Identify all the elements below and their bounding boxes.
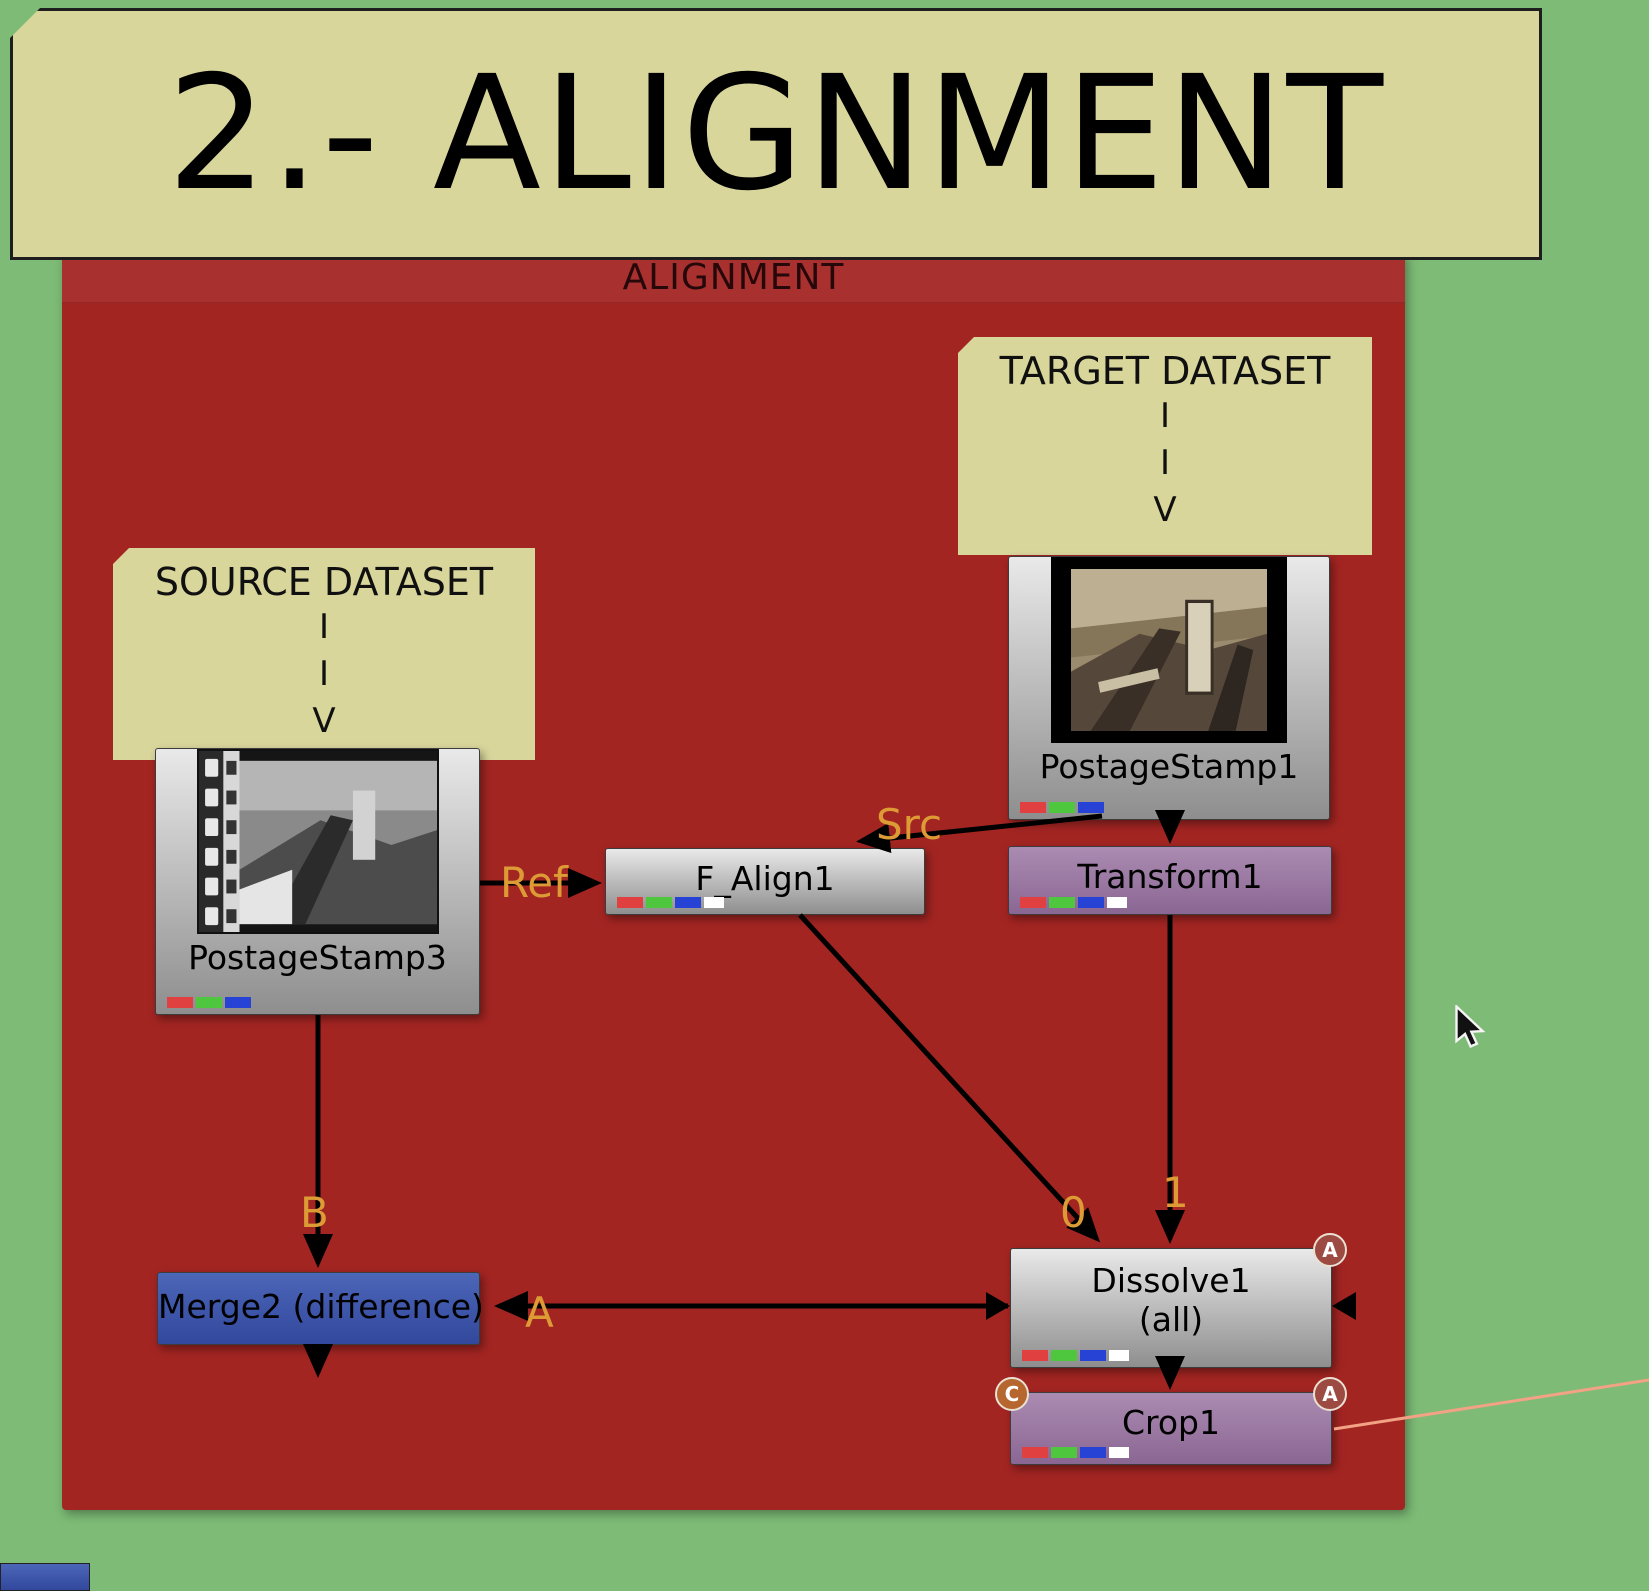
node-label: Crop1 bbox=[1121, 1403, 1221, 1442]
partial-node-bottom-left[interactable] bbox=[0, 1563, 90, 1591]
node-falign1[interactable]: F_Align1 bbox=[605, 848, 925, 915]
channel-alpha bbox=[1109, 1350, 1129, 1361]
node-merge2[interactable]: Merge2 (difference) bbox=[157, 1272, 484, 1345]
channel-alpha bbox=[1107, 897, 1127, 908]
thumbnail-frame bbox=[1051, 557, 1287, 743]
note-arrow-line: I bbox=[318, 607, 330, 647]
edge-label-input0: 0 bbox=[1060, 1188, 1087, 1237]
node-dissolve1[interactable]: Dissolve1 (all) A bbox=[1010, 1233, 1347, 1368]
channel-indicators bbox=[617, 897, 724, 908]
channel-red bbox=[1022, 1350, 1048, 1361]
node-label: Merge2 (difference) bbox=[158, 1287, 484, 1326]
clone-badge: C bbox=[995, 1377, 1029, 1411]
node-postagestamp1[interactable]: PostageStamp1 bbox=[1008, 556, 1330, 820]
node-sublabel: (all) bbox=[1138, 1300, 1204, 1339]
note-arrow-line: I bbox=[1159, 443, 1171, 483]
channel-blue bbox=[1078, 897, 1104, 908]
channel-indicators bbox=[167, 997, 251, 1008]
channel-alpha bbox=[704, 897, 724, 908]
channel-indicators bbox=[1020, 802, 1104, 813]
channel-indicators bbox=[1022, 1447, 1129, 1458]
thumbnail-image bbox=[1071, 569, 1267, 731]
note-arrow-line: V bbox=[312, 701, 336, 741]
channel-green bbox=[1051, 1447, 1077, 1458]
channel-red bbox=[167, 997, 193, 1008]
backdrop-header[interactable]: ALIGNMENT bbox=[62, 253, 1405, 303]
node-label: PostageStamp3 bbox=[188, 938, 447, 977]
channel-green bbox=[646, 897, 672, 908]
channel-blue bbox=[675, 897, 701, 908]
node-crop1[interactable]: Crop1 C A bbox=[995, 1377, 1347, 1465]
note-arrow-line: I bbox=[318, 654, 330, 694]
node-label: F_Align1 bbox=[695, 859, 835, 898]
note-title: SOURCE DATASET bbox=[154, 560, 494, 604]
note-title: TARGET DATASET bbox=[999, 349, 1331, 393]
channel-red bbox=[1022, 1447, 1048, 1458]
edge-falign-dissolve1[interactable] bbox=[798, 913, 1101, 1243]
note-arrow-line: V bbox=[1153, 490, 1177, 530]
thumbnail-frame bbox=[196, 749, 439, 934]
edge-src-postagestamp1-falign[interactable] bbox=[856, 813, 1103, 854]
node-label: Transform1 bbox=[1077, 857, 1263, 896]
node-label: PostageStamp1 bbox=[1039, 747, 1299, 786]
mouse-cursor bbox=[1452, 1003, 1494, 1057]
node-label: Dissolve1 bbox=[1091, 1261, 1251, 1300]
node-postagestamp3[interactable]: PostageStamp3 bbox=[155, 748, 480, 1015]
thumbnail-image bbox=[198, 751, 437, 932]
edge-label-b: B bbox=[300, 1188, 329, 1237]
channel-red bbox=[1020, 897, 1046, 908]
channel-red bbox=[617, 897, 643, 908]
edge-label-input1: 1 bbox=[1162, 1168, 1189, 1217]
edge-label-ref: Ref bbox=[500, 858, 568, 907]
channel-indicators bbox=[1022, 1350, 1129, 1361]
channel-red bbox=[1020, 802, 1046, 813]
node-transform1[interactable]: Transform1 bbox=[1008, 846, 1332, 915]
backdrop-title: ALIGNMENT bbox=[622, 257, 845, 298]
channel-green bbox=[1051, 1350, 1077, 1361]
channel-alpha bbox=[1109, 1447, 1129, 1458]
channel-blue bbox=[1080, 1350, 1106, 1361]
animated-badge: A bbox=[1313, 1377, 1347, 1411]
channel-blue bbox=[225, 997, 251, 1008]
note-target-dataset[interactable]: TARGET DATASET I I V bbox=[958, 337, 1372, 555]
edge-label-src: Src bbox=[876, 800, 943, 849]
channel-blue bbox=[1080, 1447, 1106, 1458]
title-banner-text: 2.- ALIGNMENT bbox=[166, 42, 1386, 226]
title-banner[interactable]: 2.- ALIGNMENT bbox=[10, 8, 1542, 260]
channel-green bbox=[196, 997, 222, 1008]
note-source-dataset[interactable]: SOURCE DATASET I I V bbox=[113, 548, 535, 760]
channel-green bbox=[1049, 897, 1075, 908]
channel-green bbox=[1049, 802, 1075, 813]
channel-blue bbox=[1078, 802, 1104, 813]
animated-badge: A bbox=[1313, 1233, 1347, 1267]
edge-label-a: A bbox=[525, 1288, 554, 1337]
note-arrow-line: I bbox=[1159, 396, 1171, 436]
channel-indicators bbox=[1020, 897, 1127, 908]
